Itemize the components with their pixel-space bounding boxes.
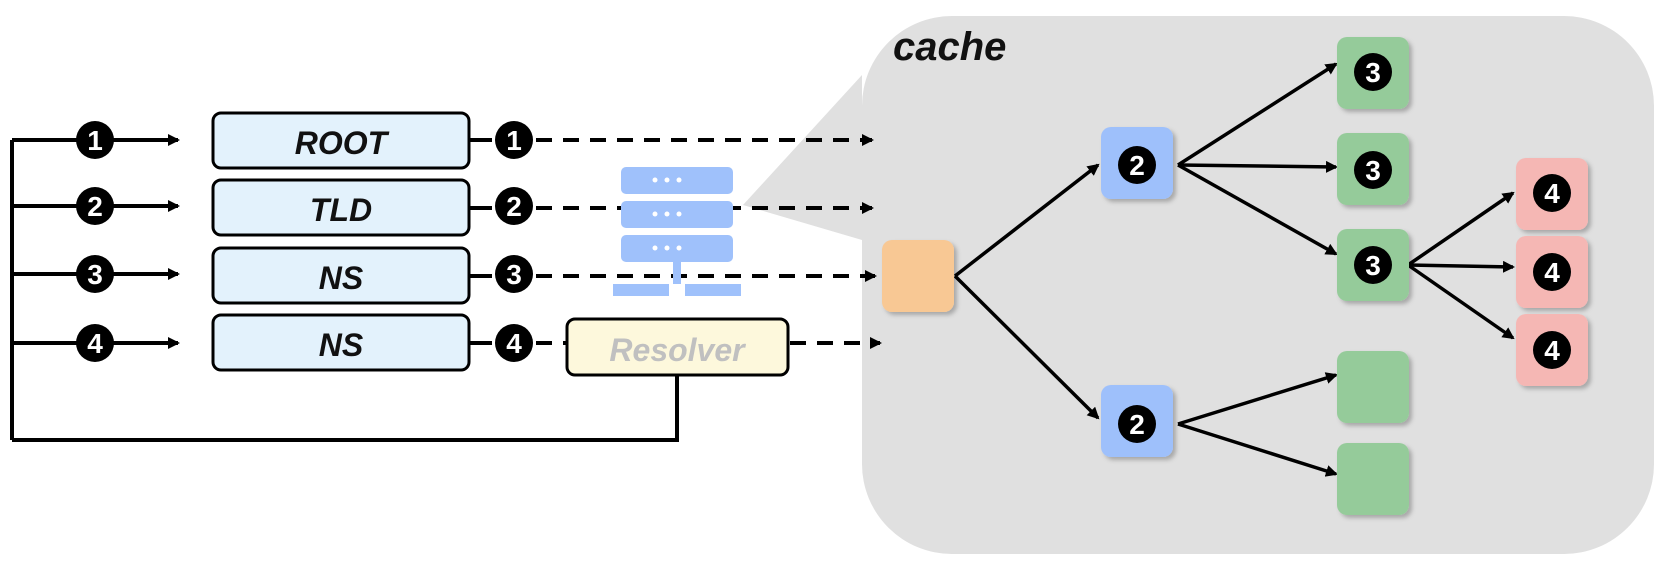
- tree-edge: [1407, 263, 1515, 340]
- tree-node-level3: [1337, 443, 1409, 515]
- loop-return-line: [12, 375, 679, 442]
- server-label: NS: [319, 260, 364, 296]
- step-badge-number: 2: [87, 191, 103, 222]
- server-boxes: ROOT TLD NS NS: [211, 111, 471, 372]
- server-stand: [673, 262, 681, 284]
- cache-region: cache: [743, 16, 1654, 554]
- node-badge-number: 4: [1544, 178, 1560, 209]
- step-badge: [495, 121, 533, 159]
- node-badge-number: 3: [1365, 57, 1381, 88]
- node-badge: [1118, 405, 1156, 443]
- tree-root-node: [882, 240, 954, 312]
- step-badge-number: 2: [506, 191, 522, 222]
- step-badge-number: 4: [506, 328, 522, 359]
- step-badge-number: 4: [87, 328, 103, 359]
- step-badge: [495, 187, 533, 225]
- tree-edge: [1177, 422, 1338, 477]
- cache-callout: [743, 75, 862, 240]
- tree-edge: [1407, 191, 1515, 267]
- tree-edge: [1177, 163, 1338, 256]
- node-badge-number: 4: [1544, 335, 1560, 366]
- node-badge-number: 3: [1365, 250, 1381, 281]
- query-step-badges: 1 2 3 4: [76, 121, 114, 362]
- node-badge-number: 2: [1129, 150, 1145, 181]
- step-badge: [76, 121, 114, 159]
- resolver: Resolver: [565, 317, 790, 377]
- node-badge-number: 4: [1544, 257, 1560, 288]
- tree-node-level3: [1337, 351, 1409, 423]
- step-badge: [76, 187, 114, 225]
- cache-title: cache: [893, 25, 1006, 69]
- node-badge: [1533, 331, 1571, 369]
- resolver-box: [565, 317, 790, 377]
- server-icon: [613, 167, 741, 296]
- server-base-left: [613, 284, 669, 296]
- node-badge: [1354, 246, 1392, 284]
- tree-edge: [953, 163, 1100, 278]
- cache-background: [862, 16, 1654, 554]
- server-label: NS: [319, 327, 364, 363]
- step-badge-number: 1: [87, 125, 103, 156]
- node-badge-number: 3: [1365, 155, 1381, 186]
- tree-node-badges: 2 2 3 3 3 4 4 4: [1118, 53, 1571, 443]
- tree-edge: [1177, 62, 1338, 167]
- step-badge: [76, 324, 114, 362]
- step-badge-number: 1: [506, 125, 522, 156]
- step-badge-number: 3: [87, 259, 103, 290]
- tree-edge: [1177, 160, 1338, 173]
- server-label: ROOT: [295, 125, 390, 161]
- server-box-ns: [211, 313, 471, 372]
- response-step-badges: 1 2 3 4: [495, 121, 533, 362]
- server-base-right: [685, 284, 741, 296]
- node-badge: [1533, 174, 1571, 212]
- step-badge: [495, 324, 533, 362]
- node-badge: [1118, 146, 1156, 184]
- server-box-ns: [211, 246, 471, 305]
- server-box-tld: [211, 178, 471, 237]
- node-badge: [1354, 53, 1392, 91]
- step-badge: [76, 255, 114, 293]
- tree-edge: [1177, 372, 1338, 426]
- resolver-label: Resolver: [609, 332, 746, 368]
- server-connectors: [470, 138, 492, 345]
- tree-edge: [1407, 260, 1515, 273]
- server-label: TLD: [310, 192, 372, 228]
- node-badge-number: 2: [1129, 409, 1145, 440]
- server-box-root: [211, 111, 471, 170]
- node-badge: [1533, 253, 1571, 291]
- cache-tree-edges: [953, 62, 1515, 477]
- node-badge: [1354, 151, 1392, 189]
- step-badge-number: 3: [506, 259, 522, 290]
- step-badge: [495, 255, 533, 293]
- tree-edge: [953, 274, 1100, 420]
